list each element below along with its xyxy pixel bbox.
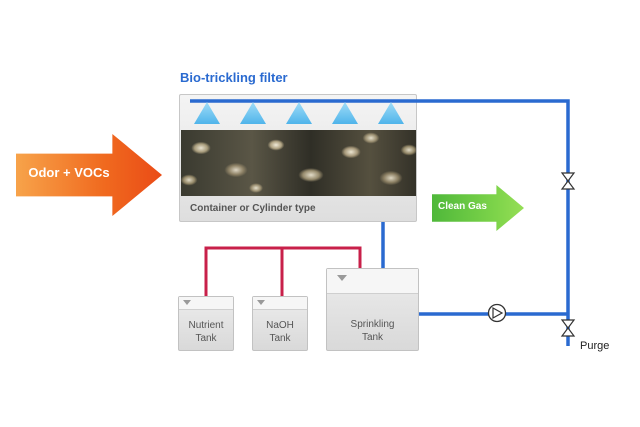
spray-nozzle-icon xyxy=(286,102,312,124)
nutrient-tank: Nutrient Tank xyxy=(178,296,234,351)
level-indicator-icon xyxy=(257,300,265,305)
purge-label: Purge xyxy=(580,340,610,352)
naoh-tank-label-line2: Tank xyxy=(269,333,291,344)
chemical-dosing-lines xyxy=(204,246,362,296)
naoh-tank-label-line1: NaOH xyxy=(266,320,294,331)
level-indicator-icon xyxy=(183,300,191,305)
outlet-label: Clean Gas xyxy=(438,201,487,212)
purge-valve-icon[interactable] xyxy=(560,319,576,337)
spray-nozzle-icon xyxy=(378,102,404,124)
nutrient-tank-label-line1: Nutrient xyxy=(188,320,224,331)
inlet-label: Odor + VOCs xyxy=(28,165,110,180)
pump-icon[interactable] xyxy=(487,303,507,323)
spray-nozzles xyxy=(190,99,417,124)
sprinkling-tank-label-line2: Tank xyxy=(361,332,384,343)
packing-media-image xyxy=(181,130,416,196)
spray-nozzle-icon xyxy=(194,102,220,124)
filter-type-label: Container or Cylinder type xyxy=(190,203,316,214)
sprinkling-tank-label-line1: Sprinkling xyxy=(350,319,395,330)
valve-icon[interactable] xyxy=(560,172,576,190)
naoh-tank: NaOH Tank xyxy=(252,296,308,351)
filter-vessel: Container or Cylinder type xyxy=(179,94,417,222)
diagram-title: Bio-trickling filter xyxy=(180,70,288,85)
sprinkling-tank: Sprinkling Tank xyxy=(326,268,419,351)
spray-nozzle-icon xyxy=(332,102,358,124)
nutrient-tank-label-line2: Tank xyxy=(195,333,217,344)
level-indicator-icon xyxy=(337,275,347,281)
spray-nozzle-icon xyxy=(240,102,266,124)
